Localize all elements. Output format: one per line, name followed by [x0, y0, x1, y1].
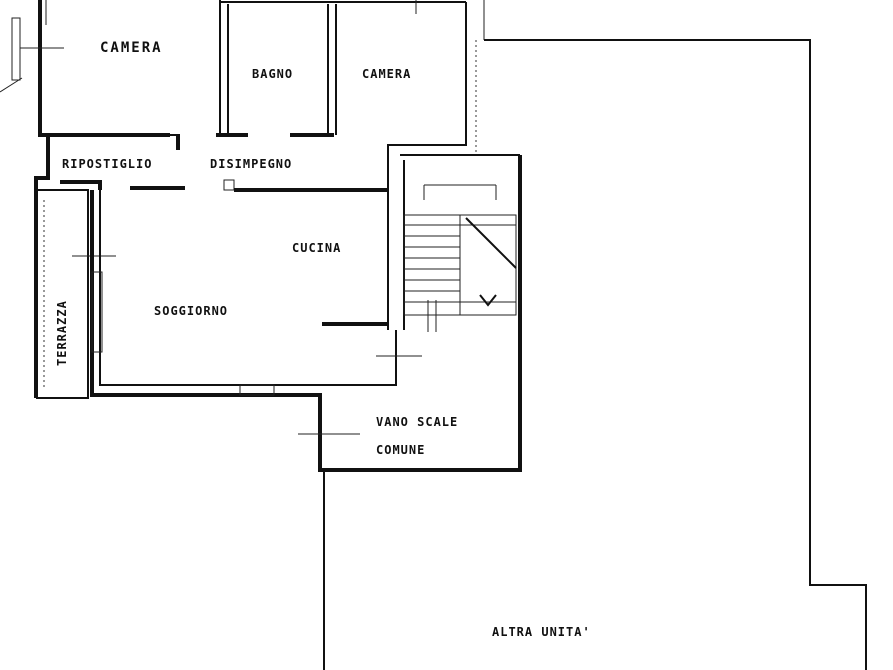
room-label-camera-2: CAMERA: [362, 67, 411, 81]
room-label-camera-1: CAMERA: [100, 40, 163, 56]
room-label-terrazza: TERRAZZA: [55, 300, 69, 366]
room-label-soggiorno: SOGGIORNO: [154, 304, 228, 318]
room-label-cucina: CUCINA: [292, 241, 341, 255]
room-label-ripostiglio: RIPOSTIGLIO: [62, 157, 152, 171]
apartment-walls: [0, 0, 867, 670]
room-label-comune: COMUNE: [376, 443, 425, 457]
room-label-disimpegno: DISIMPEGNO: [210, 157, 292, 171]
room-label-altra-unita: ALTRA UNITA': [492, 625, 591, 639]
room-label-bagno: BAGNO: [252, 67, 293, 81]
room-label-vano-scale: VANO SCALE: [376, 415, 458, 429]
